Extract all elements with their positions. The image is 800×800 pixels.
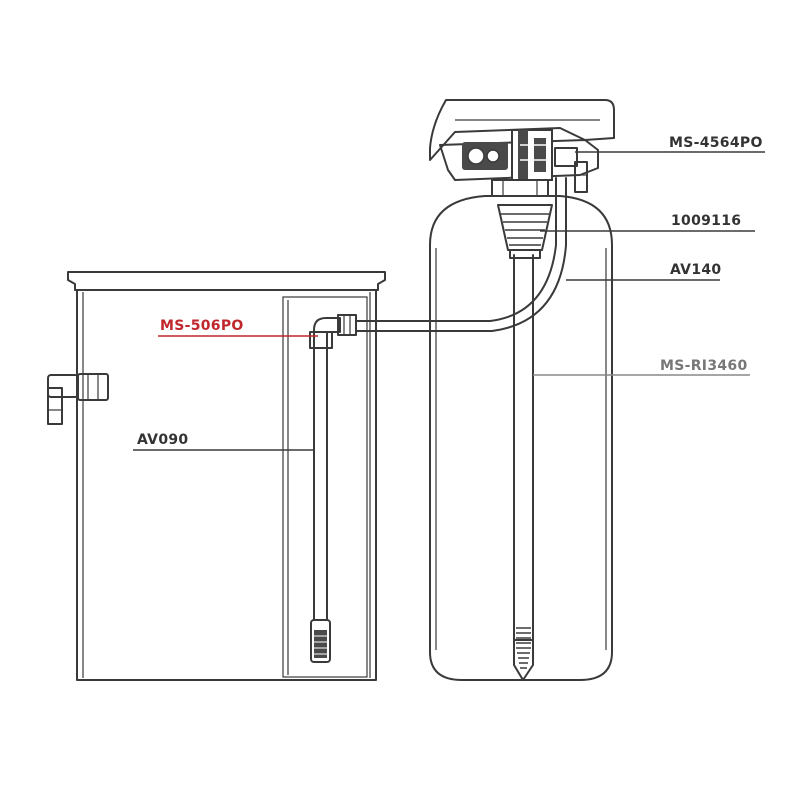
label-control-valve: MS-4564PO	[669, 135, 763, 151]
label-riser-tube: MS-RI3460	[660, 358, 747, 374]
resin-tank	[429, 195, 613, 681]
label-distributor: 1009116	[671, 213, 741, 229]
top-distributor	[497, 204, 553, 259]
brine-well-tube	[310, 344, 331, 663]
riser-tube	[513, 254, 534, 681]
brine-valve-elbow	[309, 314, 357, 349]
brine-tank	[67, 271, 386, 681]
label-brine-line: AV140	[670, 262, 721, 278]
part-labels: MS-4564PO 1009116 AV140 MS-RI3460 MS-506…	[137, 135, 763, 448]
overflow-fitting	[47, 373, 109, 425]
brine-line	[355, 177, 567, 332]
label-brine-valve: MS-506PO	[160, 318, 244, 334]
leader-lines	[133, 151, 765, 451]
label-brine-well: AV090	[137, 432, 188, 448]
control-valve	[429, 99, 615, 197]
